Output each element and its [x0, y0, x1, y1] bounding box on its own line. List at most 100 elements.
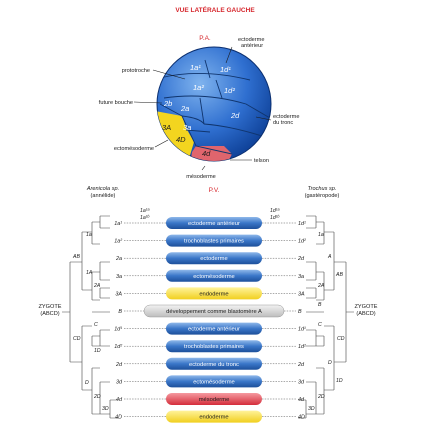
row-left-code: 1d¹	[114, 327, 122, 333]
row-pill-blue	[166, 322, 262, 335]
node-right-D: D	[328, 360, 332, 366]
cell-4d: 4d	[202, 149, 211, 158]
tree-node-labels: 1a¹ᵃ 1a¹ᵇ 1d¹ᵃ 1d¹ᵇ 1a 1A 2A AB C CD 1D …	[72, 208, 345, 412]
row-right-code: 4D	[298, 415, 305, 421]
node-left-2A: 2A	[93, 283, 101, 289]
row-label: ectoderme antérieur	[188, 327, 240, 333]
pv-label: P.V.	[209, 187, 220, 194]
node-left-C: C	[94, 322, 98, 328]
cell-2a: 2a	[180, 104, 189, 113]
node-right-B: B	[318, 302, 322, 308]
pa-label: P.A.	[199, 35, 211, 42]
diagram-title: VUE LATÉRALE GAUCHE	[175, 5, 255, 14]
row-right-code: B	[298, 309, 302, 315]
cell-1d2: 1d²	[224, 86, 235, 95]
label-mesoderme: mésoderme	[186, 174, 216, 180]
label-ectomesoderme: ectomésoderme	[114, 146, 154, 152]
cell-2b: 2b	[163, 99, 172, 108]
row-pill-blue	[166, 217, 262, 229]
row-left-code: B	[118, 309, 122, 315]
row-label: ectoderme du tronc	[189, 362, 239, 368]
node-right-AB: AB	[335, 272, 343, 278]
node-left-2D: 2D	[93, 394, 101, 400]
node-right-1a: 1a	[318, 232, 324, 238]
row-left-code: 4D	[115, 415, 122, 421]
row-left-code: 3a	[116, 274, 122, 280]
row-pill-gray	[143, 304, 285, 318]
row-label: trochoblastes primaires	[184, 344, 244, 350]
node-left-1D: 1D	[94, 348, 101, 354]
row-pill-yellow	[166, 410, 262, 423]
node-1a1b-left: 1a¹ᵇ	[140, 215, 149, 221]
row-left-code: 3d	[116, 379, 123, 385]
zygote-left: ZYGOTE	[39, 304, 62, 310]
row-label: ectomésoderme	[193, 274, 235, 280]
node-right-2D: 2D	[317, 394, 325, 400]
node-1d1b-right: 1d¹ᵇ	[270, 215, 279, 221]
row-pill-red	[166, 393, 262, 405]
row-left-code: 1a²	[114, 239, 122, 245]
cell-4D: 4D	[176, 135, 186, 144]
row-left-code: 2a	[115, 256, 122, 262]
row-left-code: 3A	[115, 291, 122, 297]
row-label: ectoderme	[200, 256, 227, 262]
node-left-AB: AB	[72, 254, 80, 260]
left-species: Arenicola sp.	[86, 186, 119, 192]
node-1d1a-right: 1d¹ᵃ	[270, 208, 279, 214]
cell-3a: 3a	[183, 123, 191, 132]
row-pill-blue	[166, 234, 262, 247]
row-right-code: 3a	[298, 274, 304, 280]
row-label: ectoderme antérieur	[188, 221, 240, 227]
lineage-tree	[62, 215, 354, 419]
cell-1a2: 1a²	[193, 83, 204, 92]
row-right-code: 2d	[297, 256, 305, 262]
row-label: mésoderme	[199, 397, 230, 403]
row-left-code: 1d²	[114, 344, 122, 350]
cell-3A: 3A	[162, 123, 171, 132]
row-label: trochoblastes primaires	[184, 239, 244, 245]
cell-1a1: 1a¹	[190, 63, 201, 72]
row-left-code: 2d	[115, 362, 123, 368]
node-right-1D: 1D	[336, 378, 343, 384]
cell-1d1: 1d¹	[220, 65, 231, 74]
label-prototroche: prototroche	[122, 68, 150, 74]
row-label: endoderme	[199, 291, 228, 297]
node-right-C: C	[318, 322, 322, 328]
row-right-code: 4d	[298, 397, 305, 403]
node-right-CD: CD	[337, 336, 345, 342]
node-left-1A: 1A	[86, 270, 93, 276]
right-group: (gastéropode)	[305, 193, 340, 199]
row-pill-blue	[166, 252, 262, 265]
node-right-2A: 2A	[317, 283, 325, 289]
row-right-code: 1d²	[298, 344, 306, 350]
row-pill-blue	[166, 357, 262, 370]
row-left-code: 4d	[116, 397, 123, 403]
abcd-right: (ABCD)	[356, 311, 375, 317]
mesoderm-region	[190, 146, 232, 161]
node-left-3D: 3D	[102, 406, 109, 412]
row-pill-blue	[166, 340, 262, 353]
node-1a1a-left: 1a¹ᵃ	[140, 208, 149, 214]
row-right-code: 3A	[298, 291, 305, 297]
row-right-code: 1d¹	[298, 221, 306, 227]
row-right-code: 2d	[297, 362, 305, 368]
row-pill-blue	[166, 375, 262, 388]
row-right-code: 3d	[298, 379, 305, 385]
cell-2d: 2d	[230, 111, 240, 120]
label-future-bouche: future bouche	[99, 100, 133, 106]
node-right-A: A	[327, 254, 332, 260]
row-right-code: 1d²	[298, 239, 306, 245]
embryo-sphere: P.A. 1a¹ 1d¹ 1a² 1d² 2b 2a 2d 3a 3A 4D 4…	[99, 35, 300, 180]
row-pill-blue	[166, 269, 262, 282]
abcd-left: (ABCD)	[40, 311, 59, 317]
node-left-D: D	[85, 380, 89, 386]
zygote-right: ZYGOTE	[355, 304, 378, 310]
label-telson: telson	[254, 158, 269, 164]
row-label: endoderme	[199, 415, 228, 421]
row-label: développement comme blastomère A	[166, 309, 262, 315]
node-left-CD: CD	[73, 336, 81, 342]
